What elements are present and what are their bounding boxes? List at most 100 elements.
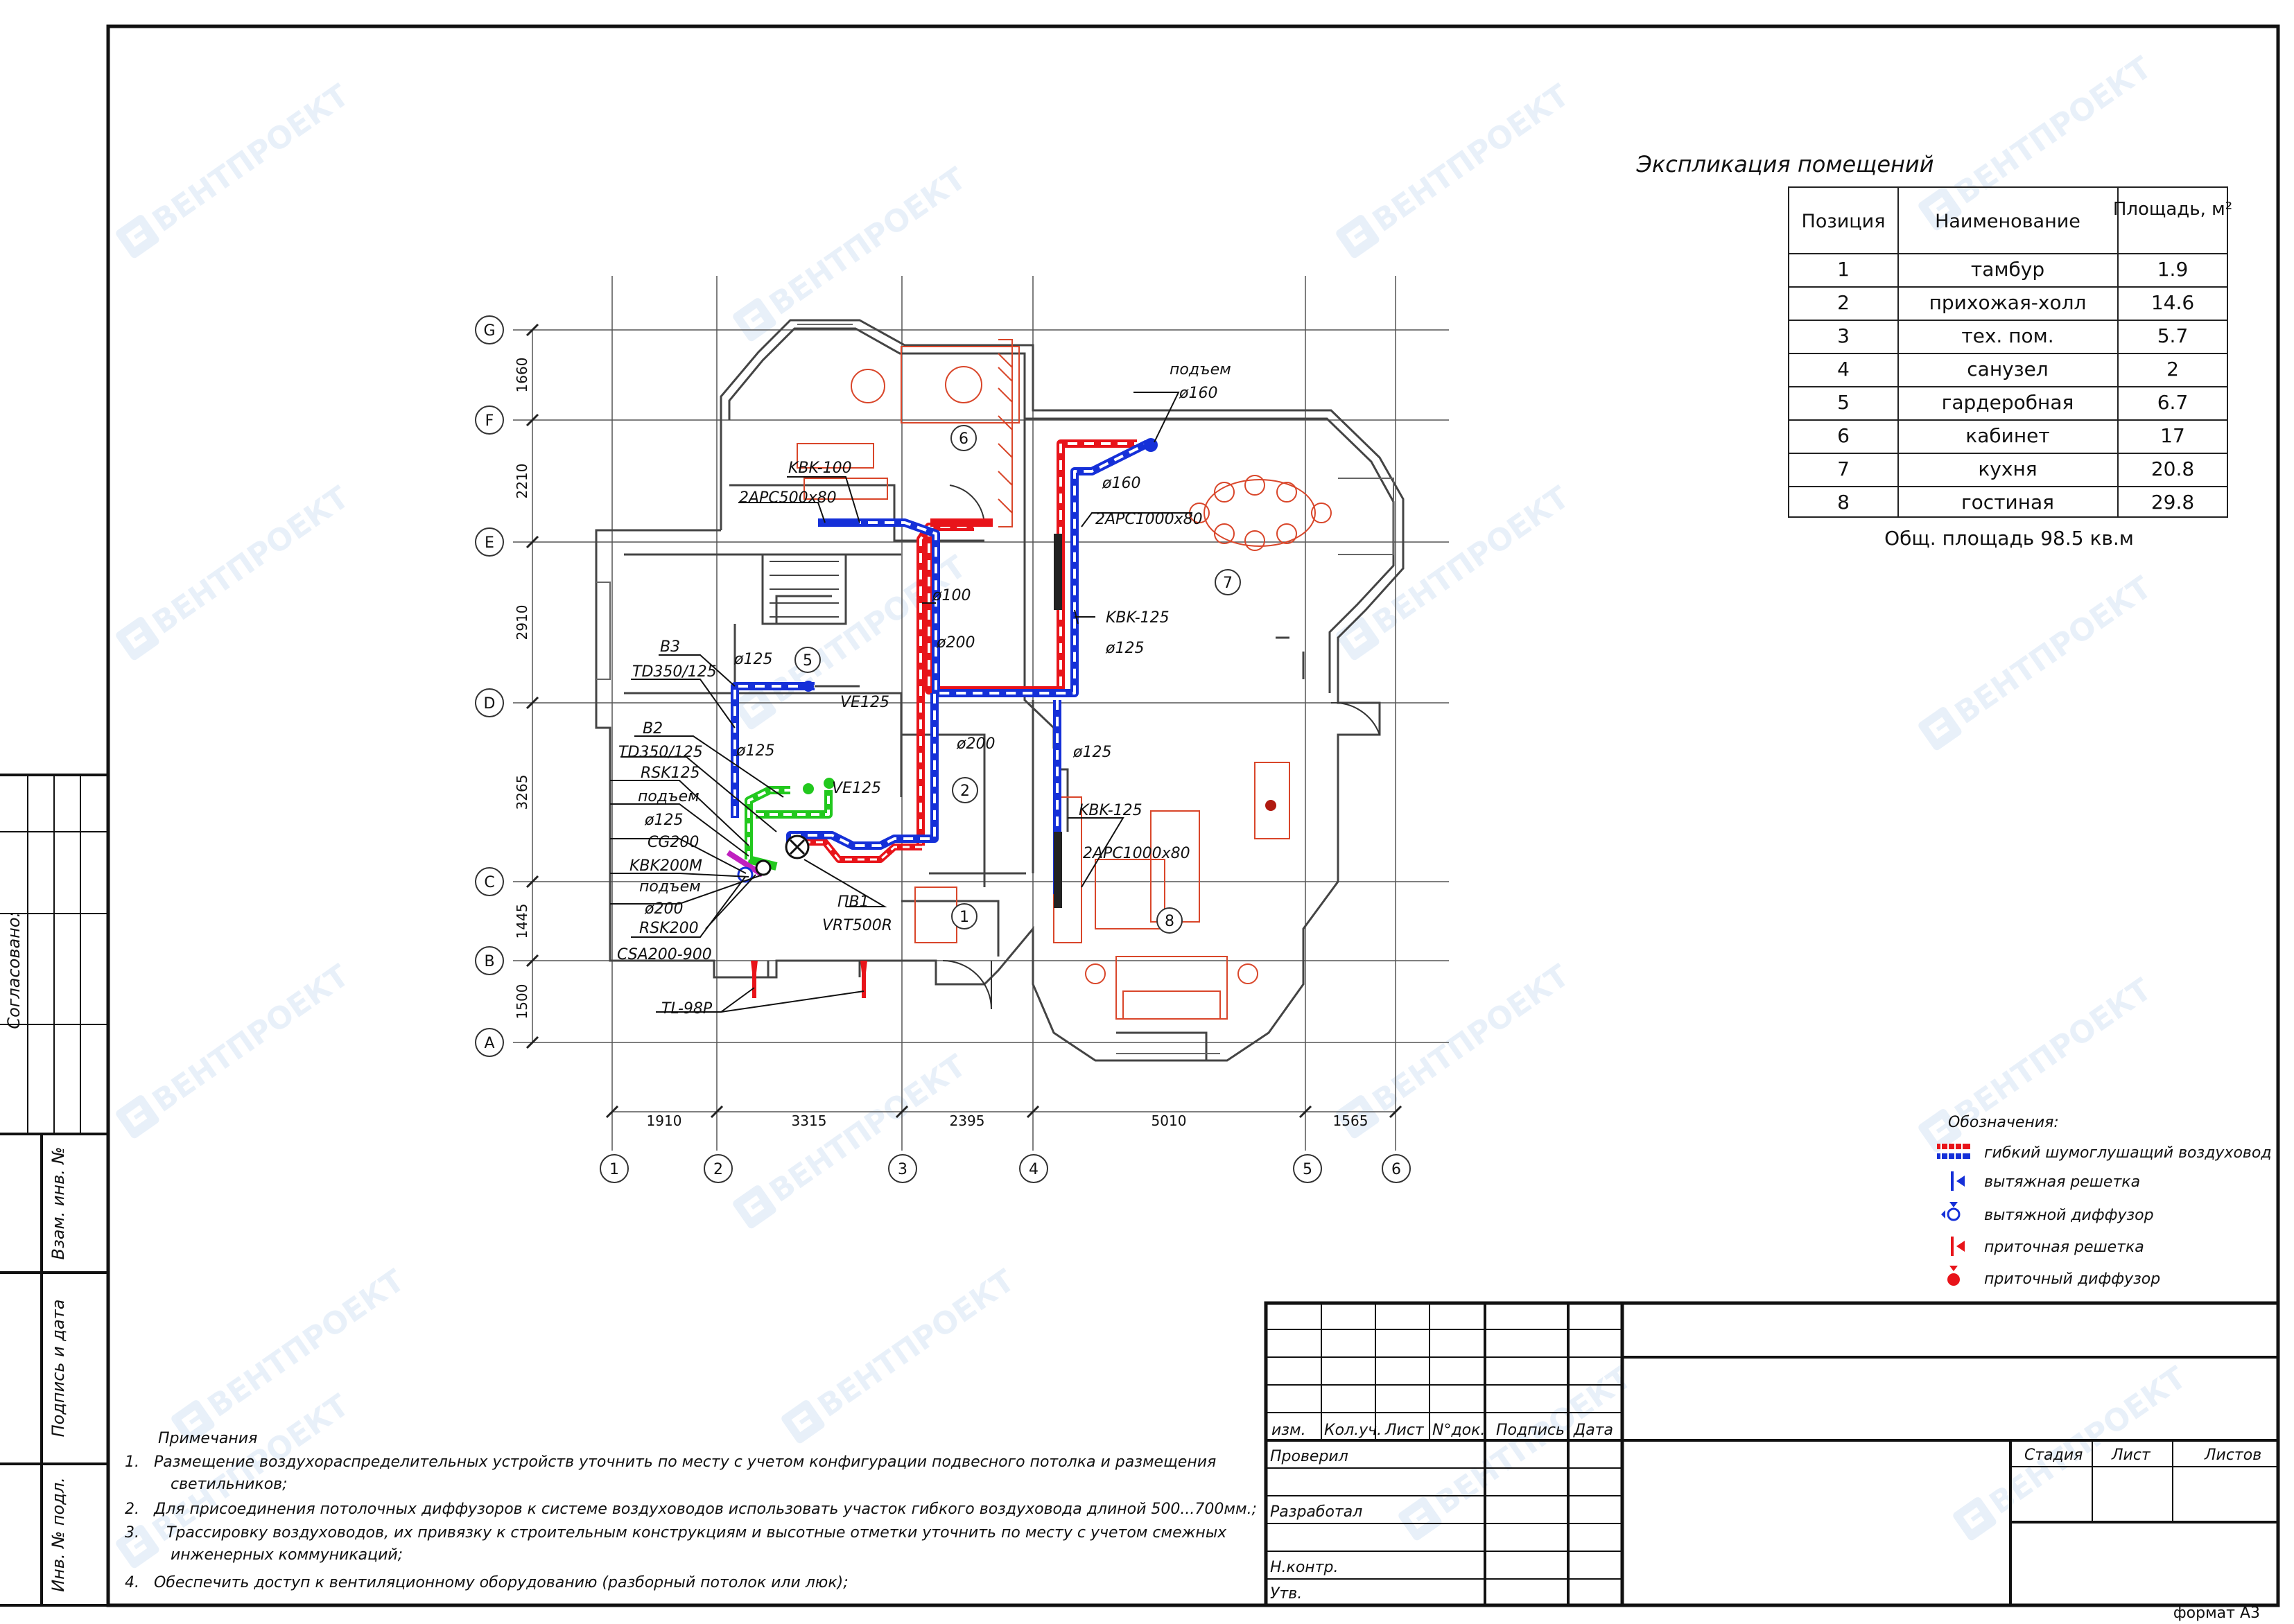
row-dim: 1445	[514, 904, 530, 939]
explication-cell: 7	[1837, 457, 1850, 480]
label-d200: ø200	[644, 900, 683, 918]
note-line: Размещение воздухораспределительных устр…	[154, 1453, 1216, 1471]
air-terminals	[737, 438, 1158, 991]
watermark-text: ВЕНТПРОЕКТ	[1949, 972, 2158, 1133]
watermark-logo: ВЕНТПРОЕКТ	[1396, 1360, 1638, 1542]
explication-total: Общ. площадь 98.5 кв.м	[1884, 527, 2134, 550]
staircase	[770, 561, 839, 618]
col-dim: 1910	[647, 1112, 682, 1129]
axis-grid	[513, 276, 1449, 1151]
tb-stage: Стадия	[2024, 1447, 2083, 1464]
row-dimensions: 1660 2210 2910 3265 1445 1500	[514, 358, 530, 1020]
explication-cell: 2	[2166, 358, 2179, 381]
note-num: 2.	[125, 1501, 139, 1518]
explication-header: Площадь, м²	[2113, 199, 2232, 220]
axis-col-label: 1	[609, 1161, 619, 1178]
label-vrt500r: VRT500R	[822, 917, 892, 934]
explication-cell: 6	[1837, 424, 1850, 447]
legend-icons	[1937, 1144, 1970, 1286]
watermark-text: ВЕНТПРОЕКТ	[812, 1263, 1021, 1424]
row-dim: 3265	[514, 775, 530, 810]
tb-role: Н.контр.	[1270, 1559, 1338, 1576]
explication-cell: прихожая-холл	[1929, 291, 2087, 314]
label-d125: ø125	[733, 651, 772, 668]
label-d125: ø125	[644, 812, 683, 829]
room-numbers: 1 2 5 6 7 8	[794, 425, 1241, 934]
label-d200: ø200	[956, 735, 995, 753]
axis-row-label: E	[485, 534, 494, 552]
label-td350: TD350/125	[632, 663, 717, 681]
row-axis-markers: G F E D C B A	[475, 315, 504, 1057]
label-2apc1000: 2APC1000x80	[1083, 845, 1190, 862]
note-line: Обеспечить доступ к вентиляционному обор…	[154, 1574, 849, 1591]
explication-header: Позиция	[1802, 211, 1886, 232]
explication-cell: 5	[1837, 391, 1850, 414]
label-tl98p: TL-98P	[661, 1000, 713, 1018]
watermark-logo: ВЕНТПРОЕКТ	[114, 958, 356, 1140]
tb-header: N°док.	[1432, 1422, 1485, 1439]
supply-grille-icon	[1951, 1237, 1954, 1256]
room-number: 8	[1165, 913, 1174, 930]
exhaust-ducts	[731, 439, 1149, 894]
explication-cell: 14.6	[2151, 291, 2194, 314]
legend-label: приточный диффузор	[1984, 1271, 2160, 1288]
plan-labels: KBK-100 2APC500x80 подъем ø160 ø160 2APC…	[617, 361, 1231, 1018]
vzam-inv-label: Взам. инв. №	[49, 1147, 68, 1260]
col-dim: 3315	[792, 1112, 827, 1129]
explication-cell: тех. пом.	[1961, 324, 2053, 347]
watermark-logo: ВЕНТПРОЕКТ	[1334, 78, 1576, 260]
tb-role: Утв.	[1270, 1585, 1302, 1603]
explication-cell: 6.7	[2157, 391, 2189, 414]
col-dim: 2395	[950, 1112, 985, 1129]
watermark-text: ВЕНТПРОЕКТ	[146, 480, 356, 641]
explication-table: Экспликация помещений Позиция Наименован…	[1635, 151, 2232, 550]
explication-cell: 8	[1837, 491, 1850, 514]
label-cg200: CG200	[648, 834, 699, 851]
title-block	[1264, 1301, 2280, 1607]
label-csa: CSA200-900	[617, 946, 712, 963]
tb-role: Разработал	[1270, 1503, 1362, 1521]
label-kvk100: KBK-100	[788, 460, 852, 477]
tb-header: Дата	[1573, 1422, 1613, 1439]
watermark-logo: ВЕНТПРОЕКТ	[1334, 958, 1576, 1140]
tb-header: Подпись	[1496, 1422, 1565, 1439]
soglasovano-label: Согласовано:	[4, 911, 24, 1029]
exhaust-grille-icon	[1951, 1171, 1954, 1191]
explication-cell: санузел	[1967, 358, 2048, 381]
watermark-text: ВЕНТПРОЕКТ	[1366, 958, 1576, 1119]
furniture	[797, 339, 1332, 1020]
label-b3: B3	[660, 638, 680, 656]
explication-cell: 3	[1837, 324, 1850, 347]
label-d200: ø200	[936, 634, 975, 652]
note-line: Для присоединения потолочных диффузоров …	[153, 1501, 1257, 1518]
explication-cell: 20.8	[2151, 457, 2194, 480]
note-line: инженерных коммуникаций;	[171, 1546, 403, 1564]
watermark-logo: ВЕНТПРОЕКТ	[779, 1263, 1021, 1445]
axis-col-label: 2	[713, 1161, 723, 1178]
exhaust-diffuser-icon	[803, 681, 814, 692]
label-podem: подъем	[639, 878, 701, 896]
watermark-logo: ВЕНТПРОЕКТ	[114, 480, 356, 662]
fireplace-marker	[1265, 800, 1276, 811]
legend-label: вытяжной диффузор	[1984, 1207, 2154, 1224]
axis-row-label: C	[484, 874, 494, 891]
axis-row-label: B	[484, 953, 494, 970]
watermark-text: ВЕНТПРОЕКТ	[146, 958, 356, 1119]
left-stamp-text: Согласовано: Взам. инв. № Подпись и дата…	[4, 911, 68, 1591]
label-d160: ø160	[1102, 475, 1140, 492]
supply-grille-icon	[1054, 534, 1062, 610]
explication-cell: 2	[1837, 291, 1850, 314]
axis-col-label: 3	[898, 1161, 907, 1178]
watermark-logo: ВЕНТПРОЕКТ	[731, 161, 973, 343]
exhaust-diffuser-icon	[1947, 1207, 1961, 1221]
note-num: 1.	[125, 1453, 139, 1471]
col-axis-markers: 1 2 3 4 5 6	[600, 1154, 1411, 1183]
watermark-logo: ВЕНТПРОЕКТ	[1916, 570, 2158, 752]
recirc-ducts	[726, 786, 833, 878]
axis-col-label: 4	[1029, 1161, 1039, 1178]
label-d125: ø125	[1105, 640, 1144, 657]
col-dim: 5010	[1152, 1112, 1187, 1129]
explication-cell: гостиная	[1961, 491, 2054, 514]
label-td350: TD350/125	[618, 744, 703, 761]
note-num: 4.	[125, 1574, 139, 1591]
